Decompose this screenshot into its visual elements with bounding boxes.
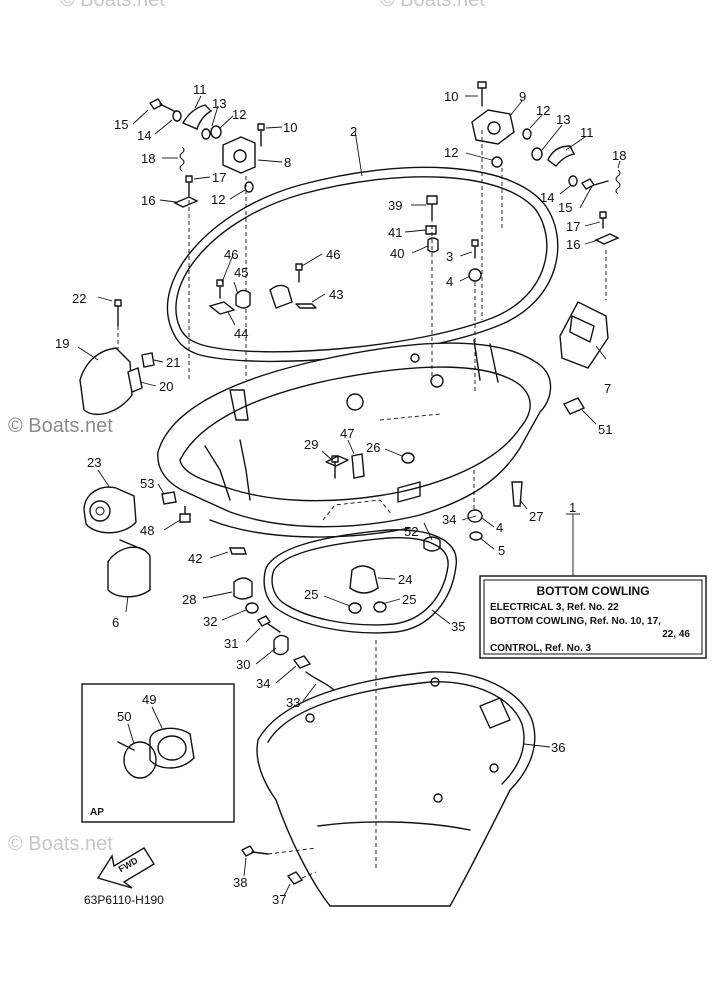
gasket — [263, 529, 457, 634]
callout: 18 — [141, 151, 155, 166]
callout: 17 — [566, 219, 580, 234]
callout: 53 — [140, 476, 154, 491]
legend-line: CONTROL, Ref. No. 3 — [490, 643, 592, 654]
legend-line: 22, 46 — [662, 629, 690, 640]
callout: 49 — [142, 692, 156, 707]
callout: 40 — [390, 246, 404, 261]
callout: 33 — [286, 695, 300, 710]
callout: 18 — [612, 148, 626, 163]
callout: 25 — [402, 592, 416, 607]
callout: 23 — [87, 455, 101, 470]
top-left-bracket-group — [132, 95, 283, 380]
callout: 47 — [340, 426, 354, 441]
callout: 35 — [451, 619, 465, 634]
inset-label: AP — [90, 807, 104, 818]
callout-numbers: 11 13 12 15 14 10 18 8 17 16 12 10 9 12 … — [55, 82, 626, 907]
callout: 50 — [117, 709, 131, 724]
callout: 5 — [498, 543, 505, 558]
callout: 9 — [519, 89, 526, 104]
callout: 13 — [212, 96, 226, 111]
callout: 29 — [304, 437, 318, 452]
callout: 8 — [284, 155, 291, 170]
callout: 6 — [112, 615, 119, 630]
callout: 32 — [203, 614, 217, 629]
callout: 42 — [188, 551, 202, 566]
callout: 17 — [212, 170, 226, 185]
callout: 12 — [444, 145, 458, 160]
callout: 15 — [114, 117, 128, 132]
callout: 51 — [598, 422, 612, 437]
callout: 38 — [233, 875, 247, 890]
callout: 43 — [329, 287, 343, 302]
callout: 52 — [404, 524, 418, 539]
callout: 48 — [140, 523, 154, 538]
legend-title: BOTTOM COWLING — [536, 584, 649, 598]
callout: 12 — [232, 107, 246, 122]
legend-line: ELECTRICAL 3, Ref. No. 22 — [490, 602, 619, 613]
callout: 7 — [604, 381, 611, 396]
callout: 25 — [304, 587, 318, 602]
watermark-mid-left: © Boats.net — [8, 415, 113, 437]
callout: 36 — [551, 740, 565, 755]
grommet-parts — [107, 539, 401, 702]
callout: 2 — [350, 124, 357, 139]
callout: 24 — [398, 572, 412, 587]
callout: 15 — [558, 200, 572, 215]
callout: 21 — [166, 355, 180, 370]
right-side-parts — [559, 301, 609, 425]
callout: 4 — [496, 520, 503, 535]
left-side-parts — [77, 296, 164, 415]
callout: 46 — [326, 247, 340, 262]
bottom-bolts — [241, 845, 317, 897]
legend-line: BOTTOM COWLING, Ref. No. 10, 17, — [490, 616, 661, 627]
callout: 26 — [366, 440, 380, 455]
callout: 10 — [283, 120, 297, 135]
callout: 14 — [540, 190, 554, 205]
callout: 44 — [234, 326, 248, 341]
callout: 11 — [193, 82, 207, 97]
callout: 39 — [388, 198, 402, 213]
callout: 10 — [444, 89, 458, 104]
callout: 20 — [159, 379, 173, 394]
callout: 46 — [224, 247, 238, 262]
ap-inset: AP — [81, 683, 235, 823]
callout: 1 — [569, 500, 576, 515]
callout: 45 — [234, 265, 248, 280]
callout: 31 — [224, 636, 238, 651]
callout: 14 — [137, 128, 151, 143]
callout: 13 — [556, 112, 570, 127]
watermark-top-left: © Boats.net — [60, 0, 165, 11]
bottom-cowling-body — [157, 339, 552, 538]
legend-box — [479, 575, 707, 659]
callout: 34 — [442, 512, 456, 527]
fwd-arrow-icon — [96, 847, 155, 889]
top-right-bracket-group — [465, 81, 621, 320]
callout: 4 — [446, 274, 453, 289]
callout: 34 — [256, 676, 270, 691]
callout: 11 — [580, 125, 594, 140]
callout: 28 — [182, 592, 196, 607]
fwd-arrow: FWD — [96, 847, 155, 889]
callout: 27 — [529, 509, 543, 524]
callout: 37 — [272, 892, 286, 907]
legend-panel: BOTTOM COWLING ELECTRICAL 3, Ref. No. 22… — [479, 513, 707, 659]
front-parts — [83, 469, 191, 534]
diagram-code: 63P6110-H190 — [84, 893, 164, 907]
callout: 16 — [566, 237, 580, 252]
callout: 3 — [446, 249, 453, 264]
lower-cowling — [256, 640, 551, 907]
callout: 22 — [72, 291, 86, 306]
center-hardware — [208, 195, 482, 392]
callout: 19 — [55, 336, 69, 351]
callout: 30 — [236, 657, 250, 672]
callout: 12 — [536, 103, 550, 118]
callout: 16 — [141, 193, 155, 208]
seal-ring — [166, 130, 559, 363]
callout: 12 — [211, 192, 225, 207]
watermark-bottom-left: © Boats.net — [8, 833, 113, 855]
callout: 41 — [388, 225, 402, 240]
watermark-top-right: © Boats.net — [380, 0, 485, 11]
